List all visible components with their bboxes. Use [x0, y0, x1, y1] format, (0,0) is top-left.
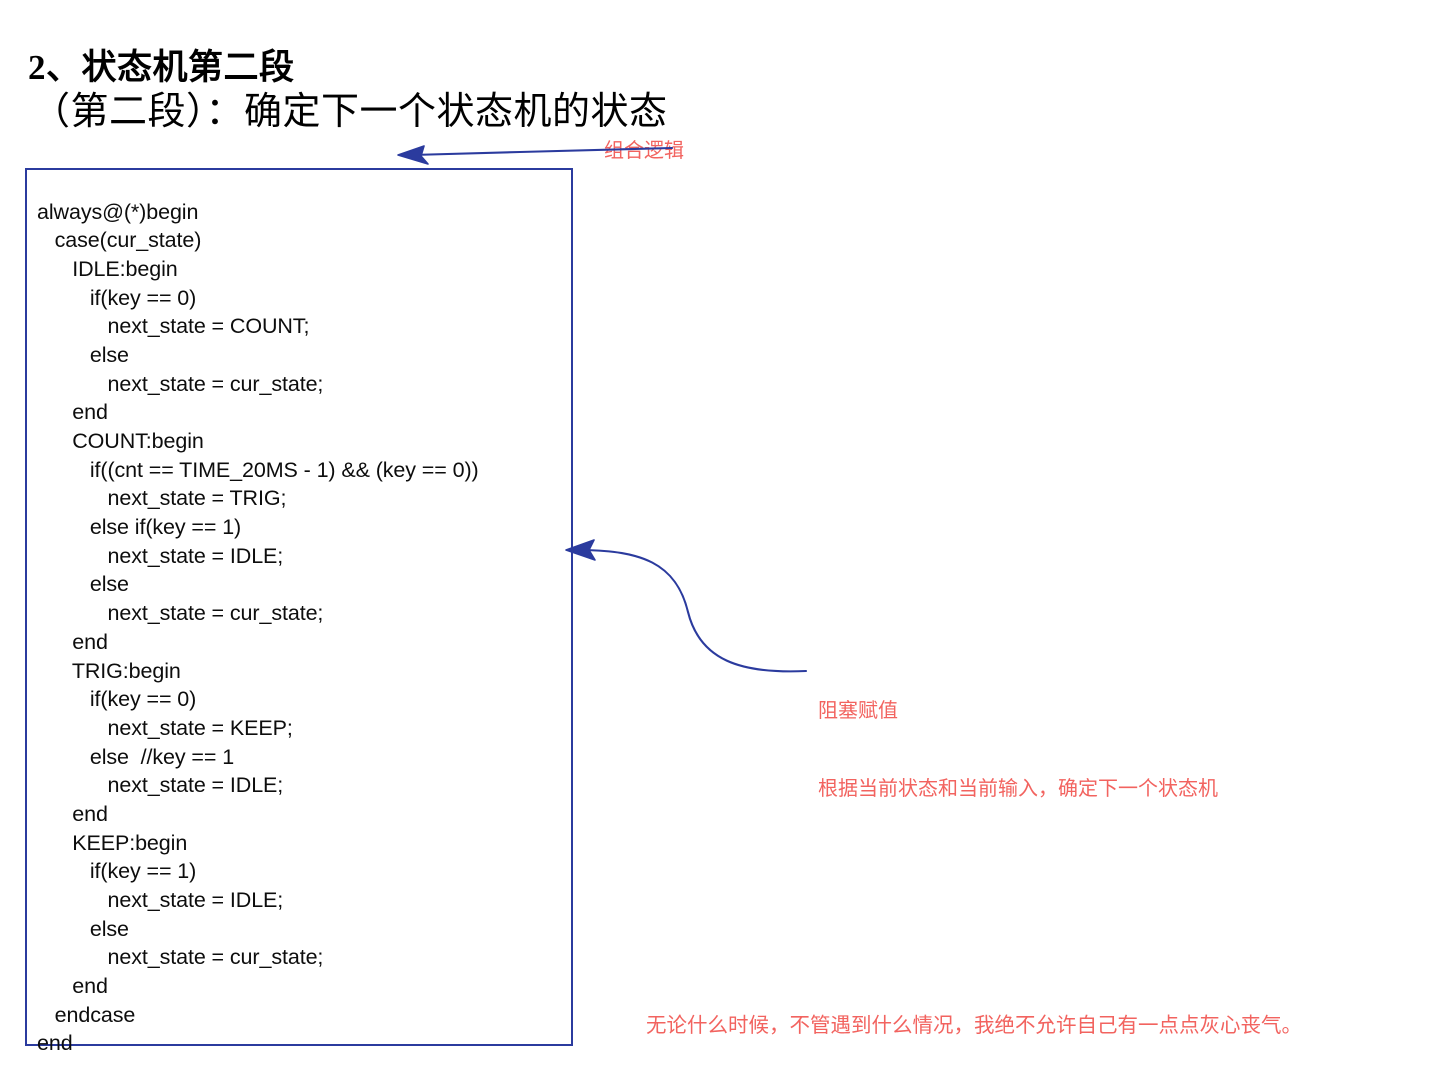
code-line: next_state = IDLE;	[37, 773, 284, 798]
page-title-line-2: （第二段）：确定下一个状态机的状态	[32, 91, 668, 133]
code-line: next_state = cur_state;	[37, 371, 324, 396]
annotation-motto: 无论什么时候，不管遇到什么情况，我绝不允许自己有一点点灰心丧气。	[646, 1015, 1302, 1037]
code-line: KEEP:begin	[37, 830, 188, 855]
code-line: else //key == 1	[37, 744, 235, 769]
code-line: next_state = IDLE;	[37, 543, 284, 568]
code-line: next_state = COUNT;	[37, 314, 310, 339]
page-title-line-1: 2、状态机第二段	[28, 48, 295, 87]
code-line: endcase	[37, 1002, 136, 1027]
code-line: end	[37, 629, 108, 654]
code-line: end	[37, 1031, 73, 1056]
code-line: if(key == 1)	[37, 859, 197, 884]
page-title: 2、状态机第二段 （第二段）：确定下一个状态机的状态	[28, 46, 1028, 135]
code-line: next_state = TRIG;	[37, 486, 287, 511]
verilog-code-listing: always@(*)begin case(cur_state) IDLE:beg…	[37, 198, 479, 1059]
code-line: next_state = cur_state;	[37, 945, 324, 970]
code-line: next_state = IDLE;	[37, 888, 284, 912]
annotation-blocking-assignment: 阻塞赋值 根据当前状态和当前输入，确定下一个状态机	[818, 646, 1218, 828]
code-line: else if(key == 1)	[37, 515, 242, 540]
code-line: always@(*)begin	[37, 199, 199, 224]
annotation-blocking-line-2: 根据当前状态和当前输入，确定下一个状态机	[818, 778, 1218, 800]
code-block-container: always@(*)begin case(cur_state) IDLE:beg…	[25, 168, 573, 1055]
code-line: case(cur_state)	[37, 228, 202, 253]
code-line: if((cnt == TIME_20MS - 1) && (key == 0))	[37, 457, 479, 482]
code-line: else	[37, 342, 129, 367]
code-line: TRIG:begin	[37, 658, 181, 683]
annotation-blocking-line-1: 阻塞赋值	[818, 700, 898, 722]
arrow-blocking-assignment	[565, 539, 808, 673]
code-line: end	[37, 974, 108, 999]
code-line: else	[37, 916, 129, 941]
annotation-combinational-logic: 组合逻辑	[604, 140, 684, 162]
code-line: if(key == 0)	[37, 687, 197, 712]
code-line: next_state = KEEP;	[37, 715, 293, 740]
code-line: COUNT:begin	[37, 429, 204, 453]
code-line: else	[37, 572, 129, 597]
code-line: IDLE:begin	[37, 256, 178, 281]
code-line: end	[37, 400, 108, 425]
code-line: next_state = cur_state;	[37, 601, 324, 626]
code-line: end	[37, 801, 108, 826]
code-line: if(key == 0)	[37, 285, 197, 310]
